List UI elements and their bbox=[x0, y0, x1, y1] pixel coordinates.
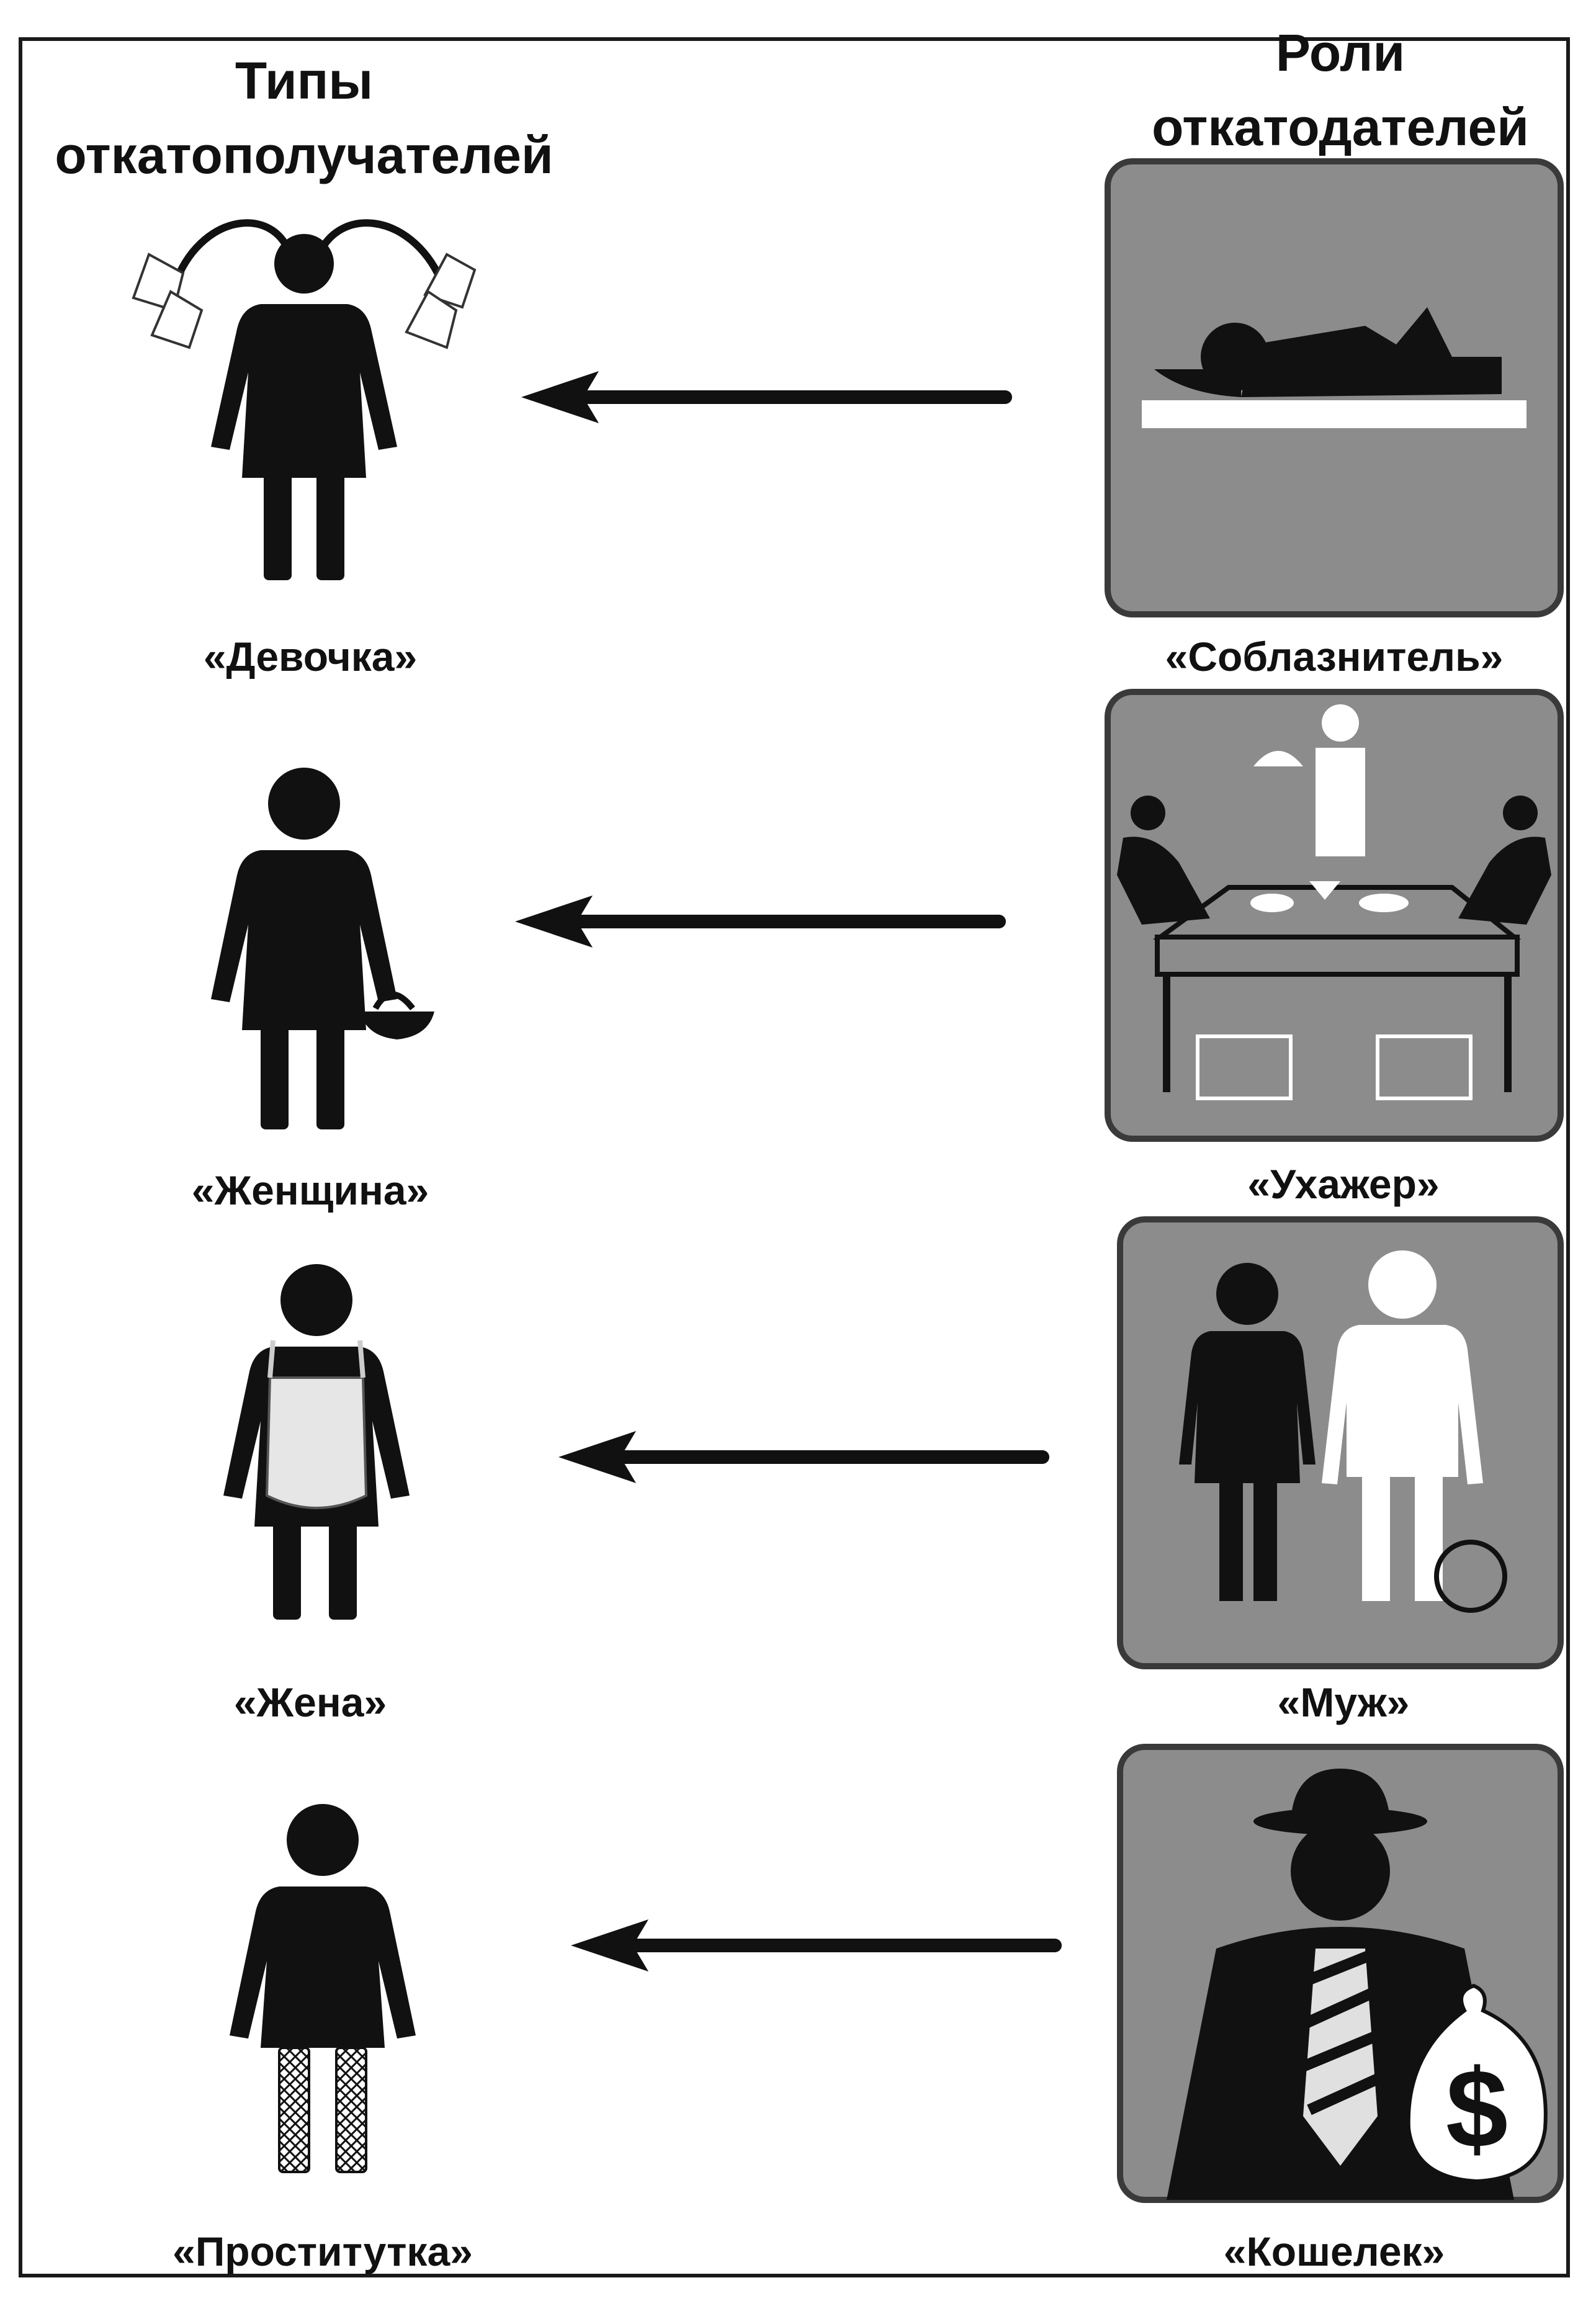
left-title-line-2: откатополучателей bbox=[55, 126, 554, 184]
right-title-line-1: Роли bbox=[1275, 24, 1405, 82]
giver-label-wallet: «Кошелек» bbox=[1223, 2228, 1445, 2274]
arrow-2-icon bbox=[515, 895, 1006, 948]
dollar-sign-icon: $ bbox=[1446, 2047, 1508, 2171]
arrow-4-icon bbox=[571, 1919, 1062, 1972]
receiver-label-woman: «Женщина» bbox=[191, 1167, 429, 1213]
wallet-panel-icon: $ bbox=[1117, 1744, 1564, 2203]
arrow-1-icon bbox=[521, 371, 1012, 423]
husband-panel-icon bbox=[1117, 1216, 1564, 1669]
wife-with-apron-icon bbox=[223, 1264, 410, 1620]
receiver-label-girl: «Девочка» bbox=[203, 634, 418, 680]
girl-figure-icon bbox=[132, 219, 477, 580]
giver-label-husband: «Муж» bbox=[1277, 1679, 1410, 1725]
receiver-label-wife: «Жена» bbox=[233, 1679, 387, 1725]
arrow-3-icon bbox=[558, 1431, 1049, 1483]
left-column-title: Типы откатополучателей bbox=[25, 43, 583, 192]
suitor-panel-icon bbox=[1105, 689, 1564, 1142]
receiver-label-prostitute: «Проститутка» bbox=[173, 2228, 473, 2274]
left-title-line-1: Типы bbox=[235, 52, 374, 110]
woman-with-handbag-icon bbox=[211, 768, 434, 1129]
diagram-frame bbox=[19, 37, 1570, 2277]
giver-label-suitor: «Ухажер» bbox=[1247, 1161, 1440, 1207]
prostitute-figure-icon bbox=[230, 1804, 416, 2173]
right-title-line-2: откатодателей bbox=[1152, 98, 1529, 156]
giver-label-seducer: «Соблазнитель» bbox=[1165, 634, 1504, 680]
right-column-title: Роли откатодателей bbox=[1098, 16, 1582, 164]
seducer-panel-icon bbox=[1105, 158, 1564, 617]
